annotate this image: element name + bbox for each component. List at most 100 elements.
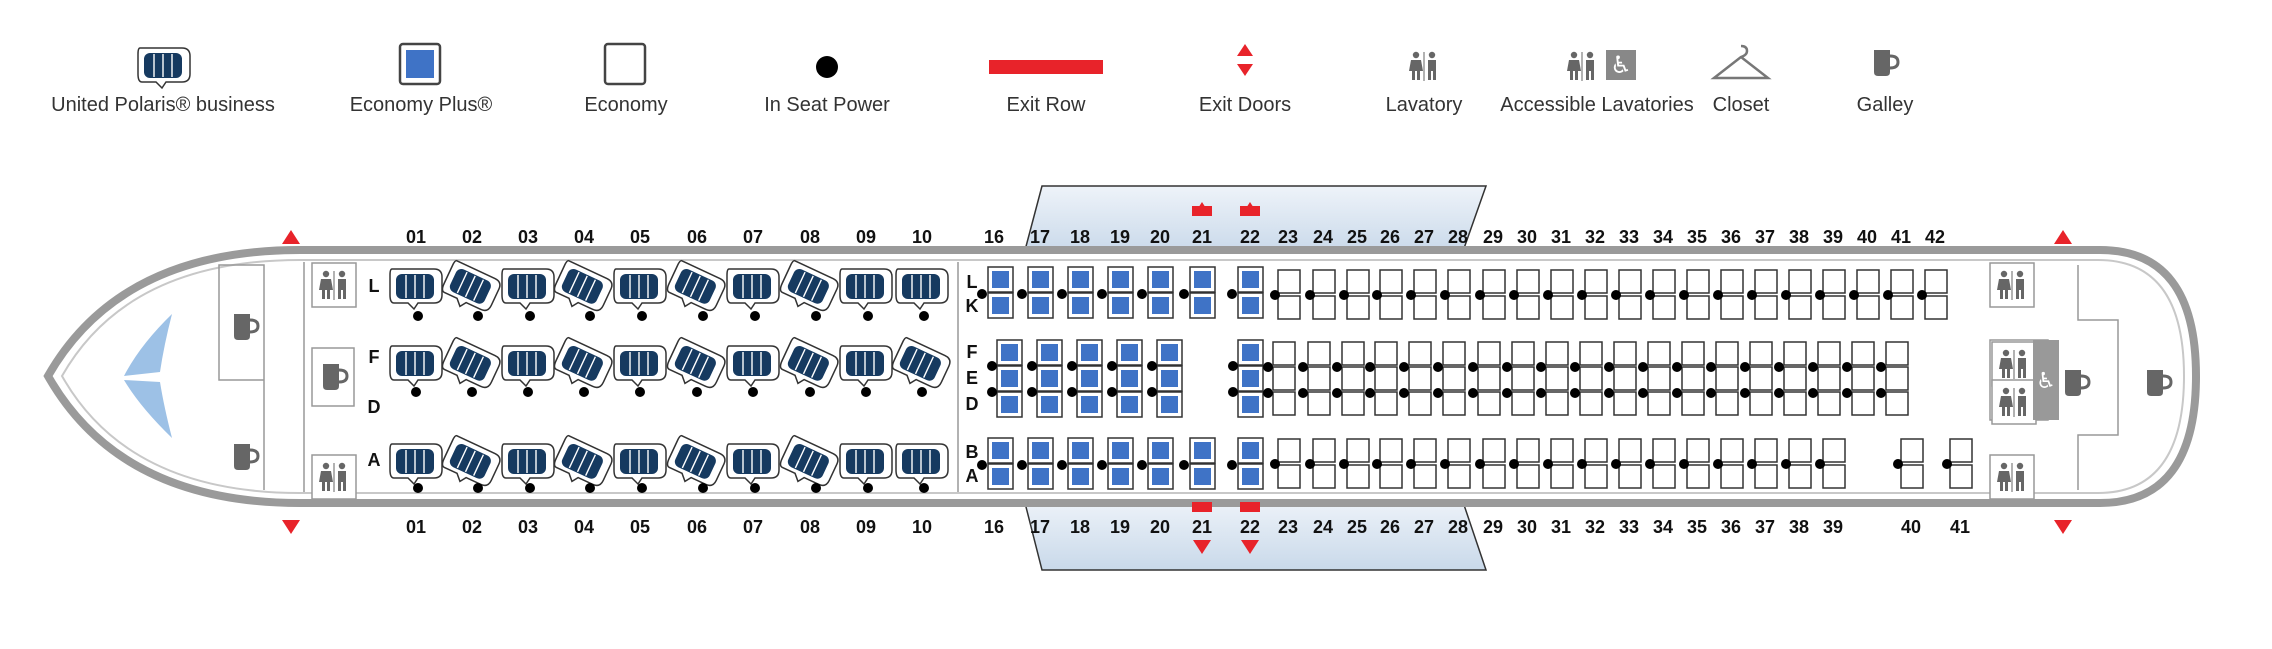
exit-door-arrow-up xyxy=(1241,202,1259,216)
galley-icon xyxy=(2065,370,2091,396)
economy-plus-seat xyxy=(1076,365,1103,392)
row-number: 35 xyxy=(1687,227,1707,247)
power-dot xyxy=(637,311,647,321)
row-number: 22 xyxy=(1240,517,1260,537)
economy-plus-seat xyxy=(1237,463,1264,490)
power-dot xyxy=(750,483,760,493)
economy-seat xyxy=(1686,438,1710,463)
economy-seat xyxy=(1511,391,1535,416)
legend-label: Closet xyxy=(1712,94,1770,116)
lavatory-icon xyxy=(1989,262,2035,308)
row-number: 21 xyxy=(1192,517,1212,537)
economy-plus-seat xyxy=(1067,292,1094,319)
economy-seat xyxy=(1477,366,1501,391)
power-dot xyxy=(1781,459,1791,469)
economy-plus-seat xyxy=(1156,365,1183,392)
economy-seat xyxy=(1550,438,1574,463)
power-dot xyxy=(1305,459,1315,469)
economy-seat xyxy=(1720,269,1744,294)
legend-label: Accessible Lavatories xyxy=(1500,94,1694,116)
row-number: 16 xyxy=(984,517,1004,537)
row-number: 23 xyxy=(1278,227,1298,247)
power-dot xyxy=(977,289,987,299)
economy-plus-seat xyxy=(1147,266,1174,293)
power-dot xyxy=(1305,290,1315,300)
svg-text:♿: ♿ xyxy=(1610,52,1632,79)
power-dot xyxy=(1468,388,1478,398)
power-dot xyxy=(1893,459,1903,469)
economy-seat xyxy=(1277,438,1301,463)
economy-seat xyxy=(1851,366,1875,391)
power-dot xyxy=(1027,361,1037,371)
row-number: 18 xyxy=(1070,517,1090,537)
row-number: 33 xyxy=(1619,517,1639,537)
power-dot xyxy=(1706,362,1716,372)
power-dot xyxy=(1017,460,1027,470)
economy-seat xyxy=(1720,464,1744,489)
economy-seat xyxy=(1550,269,1574,294)
row-number: 21 xyxy=(1192,227,1212,247)
power-dot xyxy=(1570,388,1580,398)
economy-seat xyxy=(1277,464,1301,489)
row-number: 26 xyxy=(1380,517,1400,537)
accessible-lavatory-icon: ♿ xyxy=(1467,40,1727,90)
economy-seat xyxy=(1413,464,1437,489)
power-dot xyxy=(637,483,647,493)
economy-seat xyxy=(1822,269,1846,294)
economy-seat xyxy=(1442,366,1466,391)
power-dot xyxy=(1638,362,1648,372)
legend-item: Lavatory xyxy=(1294,40,1554,116)
economy-seat xyxy=(1545,341,1569,366)
power-dot xyxy=(1433,362,1443,372)
exit-doors-icon xyxy=(1115,40,1375,90)
power-dot xyxy=(1570,362,1580,372)
legend-label: Economy Plus® xyxy=(349,94,493,116)
power-dot xyxy=(1706,388,1716,398)
economy-plus-seat xyxy=(1076,339,1103,366)
economy-seat xyxy=(1482,269,1506,294)
polaris-seat xyxy=(613,268,667,311)
polaris-seat xyxy=(891,336,951,389)
economy-seat xyxy=(1715,391,1739,416)
row-number: 31 xyxy=(1551,227,1571,247)
power-dot xyxy=(1815,459,1825,469)
power-dot xyxy=(987,387,997,397)
economy-seat xyxy=(1900,464,1924,489)
power-dot xyxy=(1057,289,1067,299)
power-dot xyxy=(1440,459,1450,469)
seat-letter: L xyxy=(369,276,380,296)
economy-seat xyxy=(1584,438,1608,463)
power-dot xyxy=(1270,459,1280,469)
power-dot xyxy=(1740,362,1750,372)
power-dot xyxy=(1638,388,1648,398)
economy-seat xyxy=(1783,341,1807,366)
polaris-seat xyxy=(553,434,613,487)
exit-door-arrow-up xyxy=(1193,202,1211,216)
economy-seat xyxy=(1307,366,1331,391)
galley-icon xyxy=(323,364,349,390)
power-dot xyxy=(1137,289,1147,299)
economy-plus-seat xyxy=(1027,437,1054,464)
legend-label: Exit Doors xyxy=(1198,94,1292,116)
power-dot xyxy=(1645,290,1655,300)
economy-plus-seat xyxy=(987,437,1014,464)
power-dot xyxy=(1774,362,1784,372)
economy-seat xyxy=(1516,269,1540,294)
economy-seat xyxy=(1652,295,1676,320)
polaris-seat xyxy=(726,268,780,311)
legend-label: In Seat Power xyxy=(764,94,890,116)
row-number: 08 xyxy=(800,227,820,247)
economy-plus-seat xyxy=(1237,391,1264,418)
power-dot xyxy=(863,311,873,321)
power-dot xyxy=(917,387,927,397)
power-dot xyxy=(1147,361,1157,371)
row-number: 10 xyxy=(912,517,932,537)
polaris-seat xyxy=(779,259,839,312)
economy-seat xyxy=(1647,341,1671,366)
polaris-seat xyxy=(389,345,443,388)
exit-row-marker xyxy=(1240,502,1260,512)
power-dot xyxy=(1406,459,1416,469)
economy-seat xyxy=(1341,341,1365,366)
power-dot xyxy=(1604,362,1614,372)
power-dot xyxy=(473,483,483,493)
